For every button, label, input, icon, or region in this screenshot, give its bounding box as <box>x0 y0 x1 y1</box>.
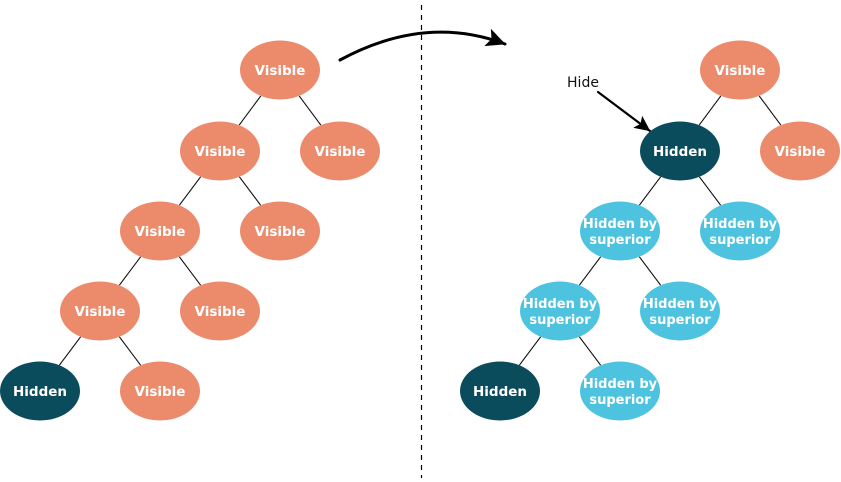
tree-edge <box>758 95 782 126</box>
right-tree-node-visible[interactable]: Visible <box>760 121 840 181</box>
node-ellipse[interactable] <box>120 361 200 421</box>
tree-edge <box>58 336 82 366</box>
tree-edge <box>178 176 202 206</box>
node-ellipse[interactable] <box>640 121 720 181</box>
node-ellipse[interactable] <box>120 201 200 261</box>
transform-curved-arrow <box>338 28 507 62</box>
node-ellipse[interactable] <box>520 281 600 341</box>
left-tree-node-visible[interactable]: Visible <box>180 281 260 341</box>
node-ellipse[interactable] <box>0 361 80 421</box>
node-ellipse[interactable] <box>580 361 660 421</box>
node-ellipse[interactable] <box>180 121 260 181</box>
left-tree-node-visible[interactable]: Visible <box>120 361 200 421</box>
left-tree-node-visible[interactable]: Visible <box>300 121 380 181</box>
tree-edge <box>118 256 142 286</box>
node-ellipse[interactable] <box>760 121 840 181</box>
left-tree-node-visible[interactable]: Visible <box>60 281 140 341</box>
tree-edge <box>578 256 602 286</box>
left-tree-node-visible[interactable]: Visible <box>240 40 320 100</box>
tree-edge <box>698 176 722 206</box>
right-tree-edges <box>518 95 782 366</box>
node-ellipse[interactable] <box>180 281 260 341</box>
hide-annotation-arrow <box>596 90 652 133</box>
tree-edge <box>238 176 262 206</box>
node-ellipse[interactable] <box>240 40 320 100</box>
right-tree-node-visible[interactable]: Visible <box>700 40 780 100</box>
tree-edge <box>518 336 542 366</box>
tree-edge <box>638 256 662 286</box>
left-tree-node-visible[interactable]: Visible <box>120 201 200 261</box>
tree-edge <box>238 95 262 126</box>
tree-edge <box>178 256 202 286</box>
right-tree-node-hidden[interactable]: Hidden <box>460 361 540 421</box>
node-ellipse[interactable] <box>300 121 380 181</box>
right-tree-node-hidden[interactable]: Hidden <box>640 121 720 181</box>
node-ellipse[interactable] <box>240 201 320 261</box>
left-tree-node-visible[interactable]: Visible <box>240 201 320 261</box>
node-ellipse[interactable] <box>700 40 780 100</box>
node-ellipse[interactable] <box>640 281 720 341</box>
node-ellipse[interactable] <box>580 201 660 261</box>
left-tree-node-hidden[interactable]: Hidden <box>0 361 80 421</box>
hide-annotation-label: Hide <box>567 75 599 91</box>
tree-edge <box>638 176 662 206</box>
node-ellipse[interactable] <box>460 361 540 421</box>
tree-edge <box>578 336 602 366</box>
left-tree-edges <box>58 95 322 366</box>
tree-edge <box>698 95 722 126</box>
tree-edge <box>118 336 142 366</box>
node-ellipse[interactable] <box>700 201 780 261</box>
node-ellipse[interactable] <box>60 281 140 341</box>
tree-edge <box>298 95 322 126</box>
left-tree-node-visible[interactable]: Visible <box>180 121 260 181</box>
